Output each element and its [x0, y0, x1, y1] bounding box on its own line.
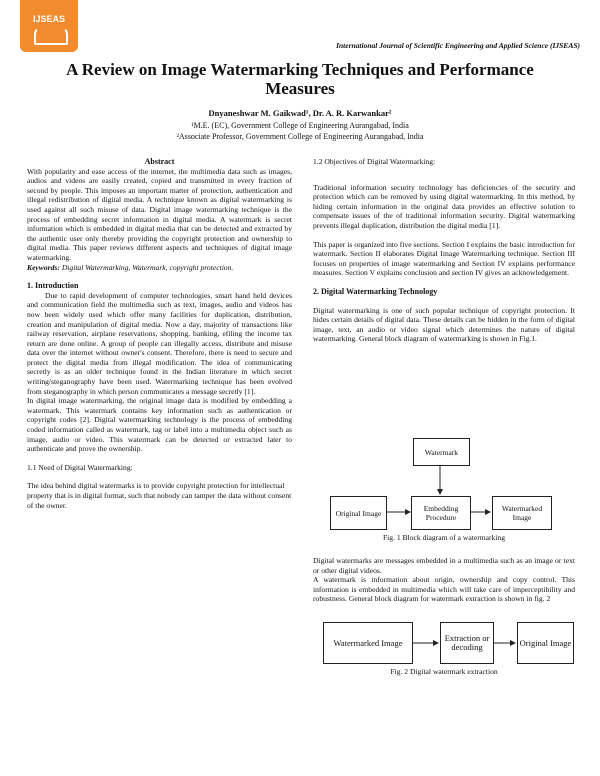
section2-heading: 2. Digital Watermarking Technology: [313, 286, 438, 296]
keywords: Keywords: Digital Watermarking, Watermar…: [27, 263, 292, 273]
journal-logo: IJSEAS: [20, 0, 78, 52]
objectives-text: Traditional information security technol…: [313, 182, 575, 230]
fig2-caption: Fig. 2 Digital watermark extraction: [390, 667, 498, 676]
fig1-watermark-box: Watermark: [413, 438, 470, 466]
fig2-original-box: Original Image: [517, 622, 574, 664]
authors: Dnyaneshwar M. Gaikwad¹, Dr. A. R. Karwa…: [208, 108, 392, 118]
logo-text: IJSEAS: [32, 14, 65, 24]
intro-paragraph-1: Due to rapid development of computer tec…: [27, 290, 292, 396]
fig2-extraction-box: Extraction or decoding: [440, 622, 494, 664]
right-column-top: 1.2 Objectives of Digital Watermarking: …: [313, 157, 575, 344]
intro-paragraph-2: In digital image watermarking, the origi…: [27, 396, 292, 454]
affiliation-1: ¹M.E. (EC), Government College of Engine…: [191, 121, 409, 130]
keywords-label: Keywords:: [27, 262, 60, 272]
intro-heading: 1. Introduction: [27, 281, 79, 291]
after-fig1-text-1: Digital watermarks are messages embedded…: [313, 556, 575, 575]
fig1-embedding-box: Embedding Procedure: [411, 496, 471, 530]
journal-header: International Journal of Scientific Engi…: [336, 41, 580, 50]
objectives-heading: 1.2 Objectives of Digital Watermarking:: [313, 157, 436, 166]
affiliation-2: ²Associate Professor, Government College…: [176, 132, 424, 141]
fig1-original-box: Original Image: [330, 496, 387, 530]
fig2-watermarked-box: Watermarked Image: [323, 622, 413, 664]
abstract-heading: Abstract: [144, 157, 175, 166]
keywords-text: Digital Watermarking, Watermark, copyrig…: [61, 262, 234, 272]
abstract-text: With popularity and ease access of the i…: [27, 166, 292, 262]
need-text: The idea behind digital watermarks is to…: [27, 481, 292, 510]
need-heading: 1.1 Need of Digital Watermarking:: [27, 462, 133, 472]
fig1-watermarked-box: Watermarked Image: [492, 496, 552, 530]
section2-text: Digital watermarking is one of such popu…: [313, 305, 575, 344]
fig1-caption: Fig. 1 Block diagram of a watermarking: [382, 533, 506, 542]
organization-text: This paper is organized into five sectio…: [313, 239, 575, 278]
right-column-middle: Digital watermarks are messages embedded…: [313, 556, 575, 604]
left-column: Abstract With popularity and ease access…: [27, 157, 292, 510]
after-fig1-text-2: A watermark is information about origin,…: [313, 575, 575, 604]
logo-swoosh-icon: [34, 27, 68, 45]
paper-title: A Review on Image Watermarking Technique…: [66, 60, 534, 98]
